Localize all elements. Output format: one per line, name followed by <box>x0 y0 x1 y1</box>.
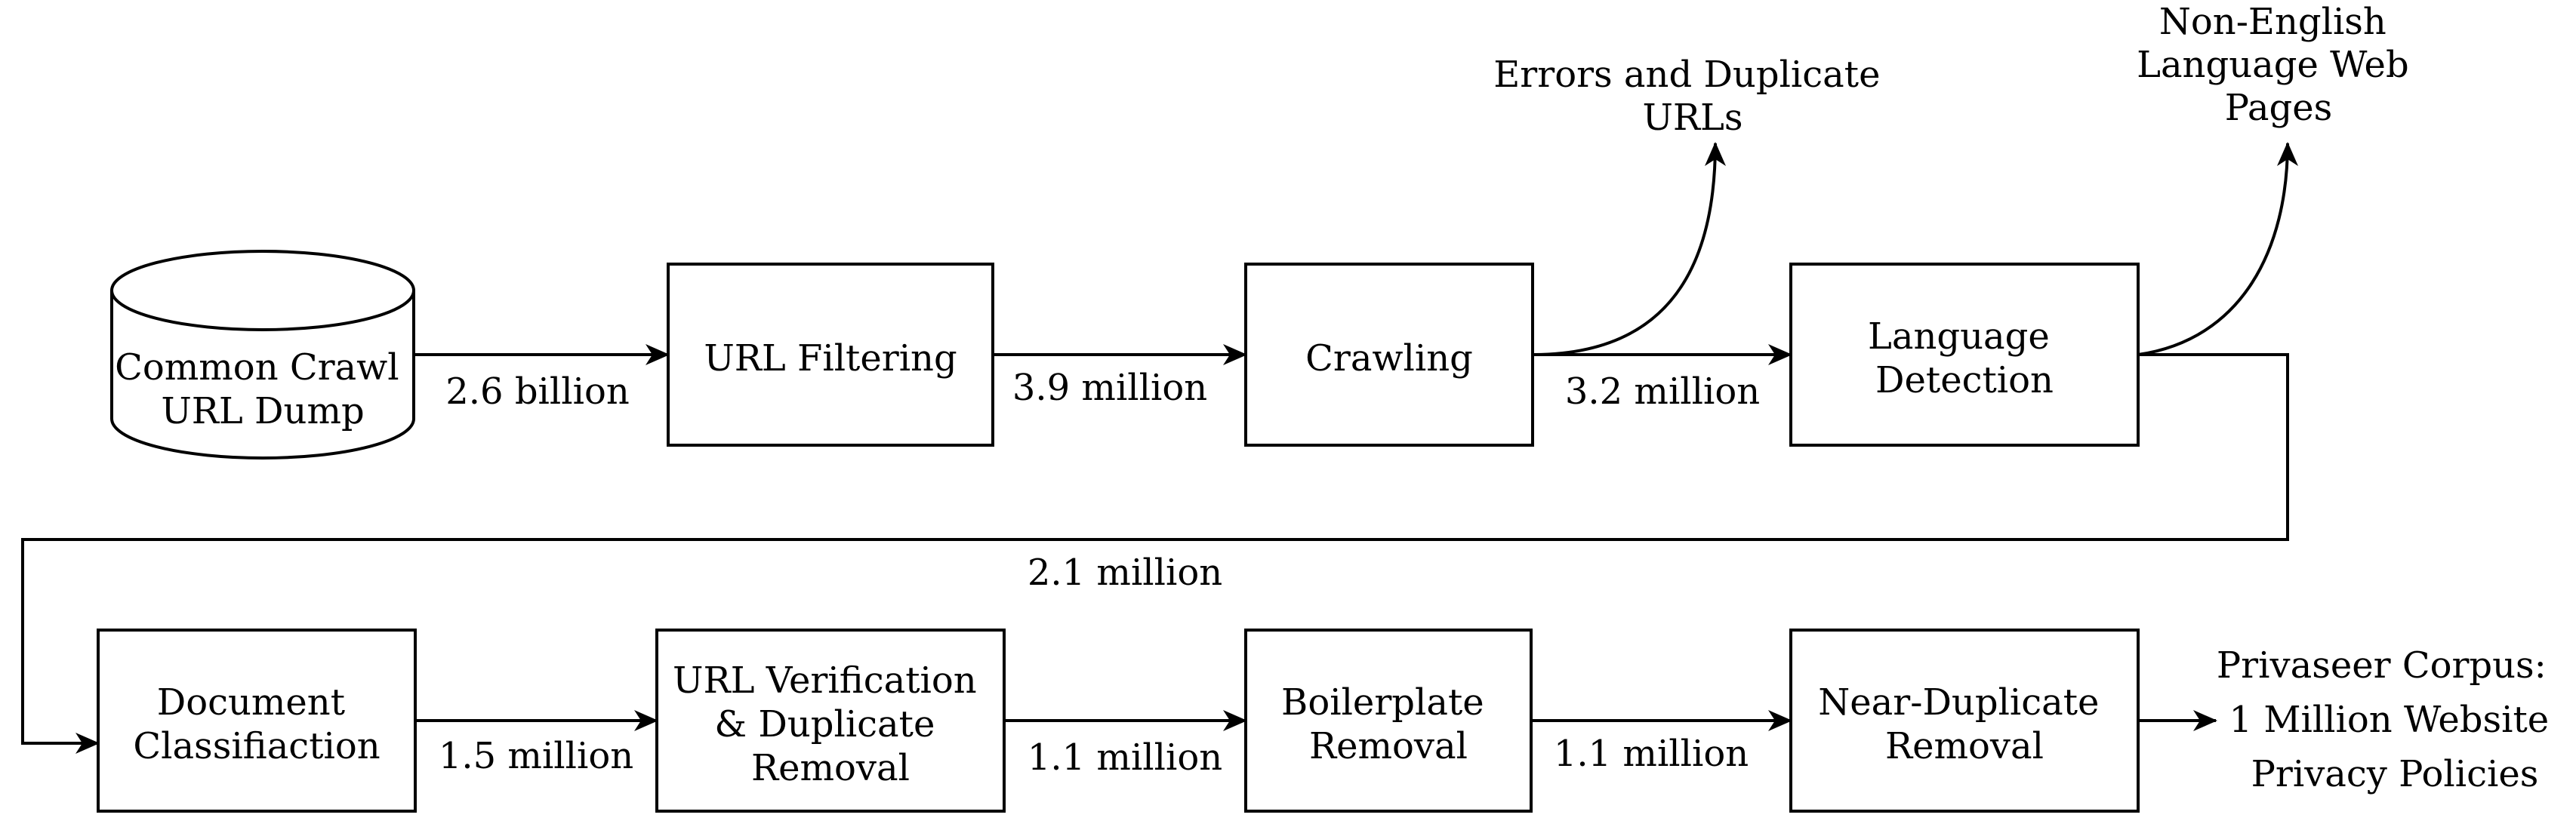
edge-label-language-to-classification: 2.1 million <box>1028 552 1222 594</box>
database-cylinder-rim <box>110 290 415 331</box>
arrow-language-to-non-english <box>2137 142 2298 356</box>
node-label: Common Crawl URL Dump <box>115 346 411 432</box>
output-label-line: 1 Million Website <box>2229 699 2550 741</box>
node-label-line: Removal <box>751 747 910 789</box>
node-label-line: & Duplicate <box>714 703 935 745</box>
node-url-verification: URL Verification & Duplicate Removal <box>655 629 1006 813</box>
node-label: URL Filtering <box>704 337 957 380</box>
node-label-line: Near-Duplicate <box>1818 681 2099 724</box>
edge-label-crawling-to-language: 3.2 million <box>1565 370 1760 413</box>
node-label-line: URL Filtering <box>704 337 957 380</box>
edge-label-boilerplate-to-near-duplicate: 1.1 million <box>1554 733 1749 775</box>
node-label: Crawling <box>1305 337 1473 380</box>
node-language-detection: Language Detection <box>1789 263 2140 447</box>
node-boilerplate-removal: Boilerplate Removal <box>1244 629 1533 813</box>
output-label-line: Privaseer Corpus: <box>2217 644 2547 687</box>
node-label-line: Crawling <box>1305 337 1473 380</box>
node-label: Boilerplate Removal <box>1281 681 1496 767</box>
node-near-duplicate-removal: Near-Duplicate Removal <box>1789 629 2140 813</box>
node-crawling: Crawling <box>1244 263 1534 447</box>
node-label-line: Removal <box>1885 725 2044 767</box>
edge-label-filtering-to-crawling: 3.9 million <box>1012 367 1207 409</box>
node-url-filtering: URL Filtering <box>667 263 994 447</box>
arrow-language-to-classification <box>21 353 2289 754</box>
edge-label-classification-to-verification: 1.5 million <box>439 735 633 777</box>
node-label: Language Detection <box>1868 315 2061 401</box>
node-label-line: Common Crawl <box>115 346 399 389</box>
node-label: Document Classifiaction <box>133 681 380 767</box>
node-label: URL Verification & Duplicate Removal <box>673 659 988 789</box>
node-label-line: Boilerplate <box>1281 681 1484 724</box>
edge-label-verification-to-boilerplate: 1.1 million <box>1028 736 1222 779</box>
edge-label-dump-to-filtering: 2.6 billion <box>445 370 630 413</box>
node-label-line: Detection <box>1875 359 2054 401</box>
database-cylinder-icon <box>110 250 415 460</box>
node-label-line: Document <box>157 681 345 724</box>
output-label-line: Privacy Policies <box>2251 753 2539 795</box>
output-label-line: Language Web <box>2137 44 2409 86</box>
node-label-line: Classifiaction <box>133 725 380 767</box>
node-label-line: Language <box>1868 315 2050 358</box>
node-label-line: URL Dump <box>161 390 364 432</box>
node-document-classification: Document Classifiaction <box>97 629 417 813</box>
output-privaseer-corpus: Privaseer Corpus: 1 Million Website Priv… <box>2217 644 2561 795</box>
output-label-line: Errors and Duplicate <box>1493 54 1880 96</box>
node-common-crawl-dump: Common Crawl URL Dump <box>110 250 415 460</box>
node-label: Near-Duplicate Removal <box>1818 681 2110 767</box>
node-label-line: URL Verification <box>673 659 977 702</box>
arrow-crawling-to-errors <box>1532 142 1726 356</box>
output-label-line: Pages <box>2225 87 2333 129</box>
output-errors-and-duplicate-urls: Errors and Duplicate URLs <box>1493 54 1891 139</box>
output-label-line: URLs <box>1642 97 1742 139</box>
output-label-line: Non-English <box>2159 1 2386 43</box>
node-label-line: Removal <box>1309 725 1468 767</box>
output-non-english-pages: Non-English Language Web Pages <box>2137 1 2420 129</box>
